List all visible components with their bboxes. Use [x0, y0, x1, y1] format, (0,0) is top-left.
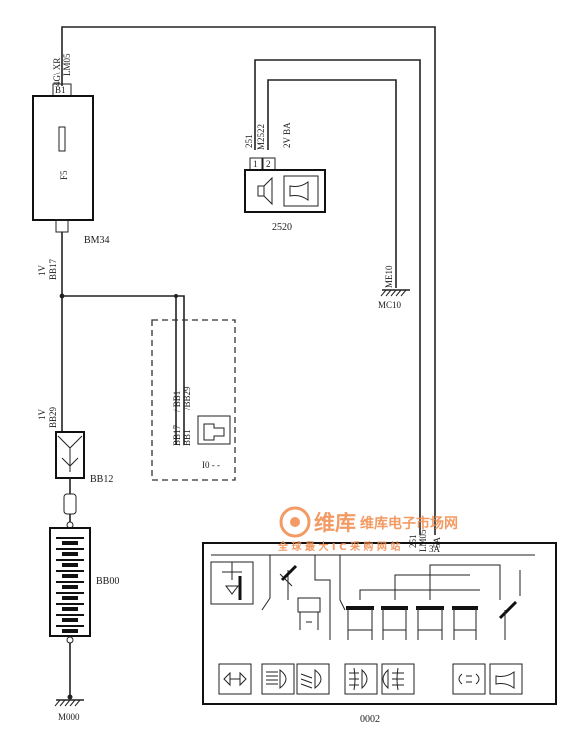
diag-bb1: BB1 [182, 429, 192, 446]
ground-mc10-hatch [380, 289, 407, 297]
switch-id: 0002 [360, 714, 380, 725]
horn-id: 2520 [272, 222, 292, 233]
diag-plug-icon [203, 423, 225, 441]
ground-hatch-line [395, 289, 402, 297]
wire-1v-lower-label: 1V [37, 409, 47, 421]
ground-hatch-line [380, 289, 387, 297]
ground-hatch-line [64, 699, 71, 707]
ground-hatch-line [390, 289, 397, 297]
watermark-subtext: 全 球 最 大 I C 采 购 网 站 [277, 540, 400, 553]
watermark-logo-icon [279, 506, 311, 538]
horn-wire-m2522: M2522 [256, 124, 266, 150]
battery-terminal-bottom [66, 636, 74, 644]
top-wire-label: 4G\ XR [52, 58, 62, 86]
horn-wire-251: 251 [244, 135, 254, 149]
battery-id: BB00 [96, 576, 119, 587]
turn-signal-arrows [223, 671, 247, 687]
connector-bb12-label: BB12 [90, 474, 113, 485]
horn-pin-1: 1 [253, 159, 258, 169]
switch-wire-3a: 3A [429, 544, 441, 554]
horn-speaker-icon [257, 176, 273, 206]
fuse-box-bm34 [32, 95, 94, 221]
junction-dot-2 [174, 294, 178, 298]
diag-connector-box [151, 319, 236, 481]
high-beam-icon [261, 663, 295, 695]
side-light-symbol [458, 673, 480, 685]
connector-arrow [61, 457, 79, 467]
watermark-logo-text: 维库 [314, 511, 356, 535]
connector-symbol [57, 435, 83, 472]
top-wire-code: LM05 [62, 53, 72, 76]
diag-id: I0 - - [202, 460, 220, 470]
fuse-box-pin-label: B1 [55, 85, 66, 95]
ground-mc10-label: MC10 [378, 300, 402, 310]
horn-pin-2: 2 [266, 159, 271, 169]
battery-cells [56, 537, 84, 633]
horn-icon-frame [283, 175, 319, 207]
watermark-text: 维库电子市场网 [360, 515, 458, 532]
horn-wire-2vba: 2V BA [282, 122, 292, 148]
low-beam-symbol [300, 668, 322, 690]
fuse-box-lower-pin [55, 219, 69, 233]
ground-hatch-line [59, 699, 66, 707]
wire-horn-loop [254, 59, 421, 535]
front-fog-symbol [349, 667, 368, 691]
turn-signal-icon [218, 663, 252, 695]
ground-hatch-line [54, 699, 61, 707]
rear-fog-icon [381, 663, 415, 695]
ground-hatch-line [69, 699, 76, 707]
fuse-label: F5 [59, 170, 69, 180]
switch-wire-5a: 5A [432, 537, 442, 549]
wire-horn-ground [267, 79, 397, 288]
horn-button-symbol [495, 671, 515, 689]
wire-top-loop [61, 26, 436, 535]
wire-1v-label: 1V [37, 265, 47, 277]
diag-slash-bb29: /BB29 [182, 386, 192, 410]
high-beam-symbol [266, 668, 287, 690]
wire-to-diag-2 [176, 295, 185, 445]
diag-slash-bb1: / BB1 [172, 391, 182, 412]
switch-module-0002 [202, 542, 557, 705]
ground-dot [67, 694, 73, 700]
fuse-element [58, 126, 66, 152]
ground-hatch-line [400, 289, 407, 297]
wire-to-diag-1 [62, 295, 177, 445]
horn-button-icon [489, 663, 523, 695]
front-fog-icon [344, 663, 378, 695]
low-beam-icon [296, 663, 330, 695]
ground-hatch-line [385, 289, 392, 297]
fusible-link [63, 493, 77, 515]
diag-bb17: BB17 [172, 424, 182, 446]
switch-internal-circuit [210, 555, 521, 640]
rear-fog-symbol [382, 667, 404, 691]
switch-icon-row [218, 663, 523, 695]
side-light-icon [452, 663, 486, 695]
wire-bb29-label: BB29 [48, 406, 58, 428]
ground-hatch-line [74, 699, 81, 707]
wire-bb17-label: BB17 [48, 258, 58, 280]
ground-m000-label: M000 [58, 712, 80, 722]
switch-wire-lm05: LM05 [418, 529, 428, 552]
diag-device-icon [197, 415, 231, 445]
switch-wire-251: 251 [408, 535, 418, 549]
ground-wire-me10: ME10 [384, 265, 394, 288]
watermark: 维库 维库电子市场网 全 球 最 大 I C 采 购 网 站 [277, 506, 458, 553]
horn-icon [289, 181, 309, 201]
ground-m000-hatch [54, 699, 81, 707]
fuse-box-id: BM34 [84, 235, 110, 246]
